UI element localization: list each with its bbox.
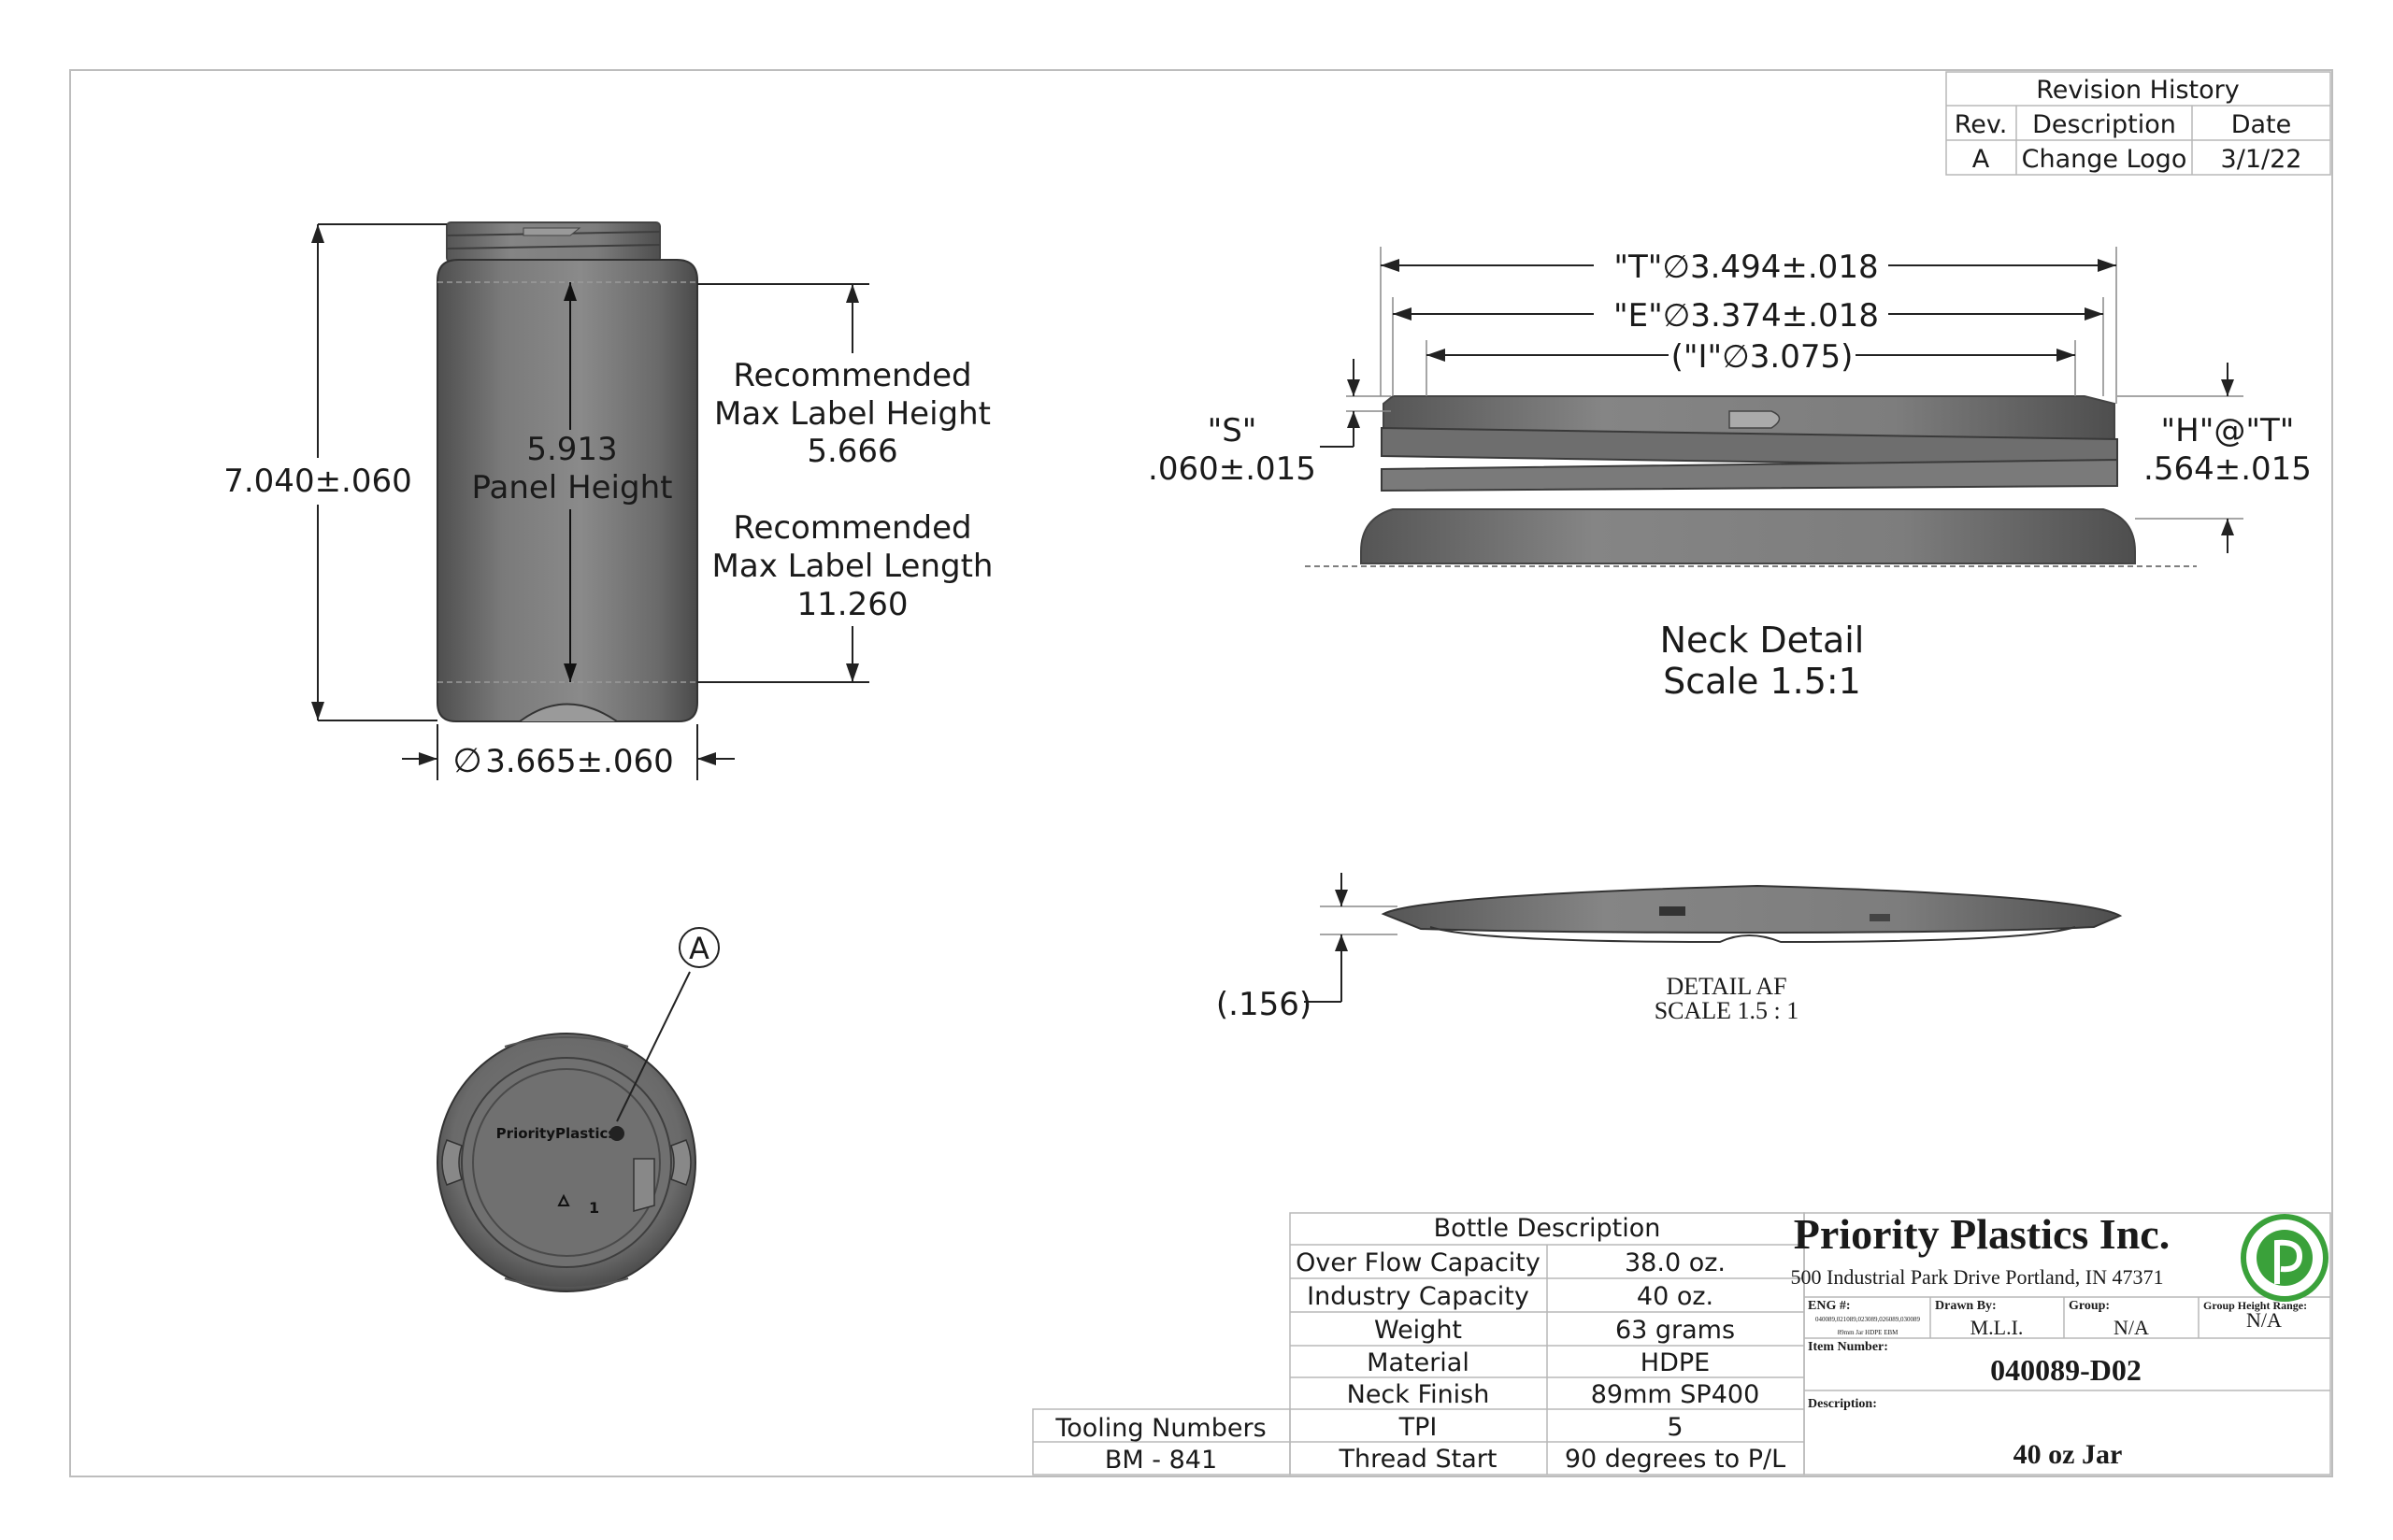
label-height-line2: Max Label Height xyxy=(714,395,991,433)
label-height-value: 5.666 xyxy=(807,433,897,470)
revision-row-description: Change Logo xyxy=(2022,145,2187,174)
revision-history-table: Revision History Rev. Description Date A… xyxy=(1945,71,2331,176)
recycle-icon xyxy=(557,1193,570,1206)
neck-detail-view: "T"∅3.494±.018 "E"∅3.374±.018 ("I"∅3.075… xyxy=(1148,247,2312,702)
bd-label-3: Material xyxy=(1367,1348,1469,1377)
group-height-label: Group Height Range: xyxy=(2203,1299,2307,1312)
drawn-by-value: M.L.I. xyxy=(1970,1316,2024,1339)
panel-height-value: 5.913 xyxy=(526,431,617,468)
diameter-dim: 3.665±.060 xyxy=(485,743,674,780)
neck-t-dim: "T"∅3.494±.018 xyxy=(1613,249,1878,286)
bd-label-4: Neck Finish xyxy=(1347,1380,1490,1409)
neck-s-value: .060±.015 xyxy=(1148,450,1316,488)
label-length-value: 11.260 xyxy=(797,586,909,623)
revision-header-description: Description xyxy=(2032,110,2176,139)
recycle-code: 1 xyxy=(589,1199,599,1217)
eng-label: ENG #: xyxy=(1808,1299,1851,1313)
bd-value-5: 5 xyxy=(1667,1413,1683,1442)
drawn-by-label: Drawn By: xyxy=(1935,1299,1997,1313)
bd-value-1: 40 oz. xyxy=(1637,1282,1713,1311)
item-number-value: 040089-D02 xyxy=(1990,1353,2142,1387)
neck-detail-scale: Scale 1.5:1 xyxy=(1663,661,1861,702)
neck-i-dim: ("I"∅3.075) xyxy=(1671,338,1854,376)
eng-value-line2: 89mm Jar HDPE EBM xyxy=(1838,1329,1899,1336)
bd-value-0: 38.0 oz. xyxy=(1625,1248,1726,1277)
eng-value-line1: 040089,021089,023089,026089,030089 xyxy=(1815,1316,1921,1323)
tooling-value: BM - 841 xyxy=(1105,1446,1217,1475)
company-address: 500 Industrial Park Drive Portland, IN 4… xyxy=(1791,1265,2164,1289)
label-length-line1: Recommended xyxy=(733,509,971,547)
bd-value-3: HDPE xyxy=(1641,1348,1710,1377)
detail-af-view: (.156) DETAIL AF SCALE 1.5 : 1 xyxy=(1216,873,2123,1024)
label-height-line1: Recommended xyxy=(733,357,971,394)
group-label: Group: xyxy=(2069,1299,2110,1313)
detail-af-value: (.156) xyxy=(1216,986,1311,1023)
callout-a: A xyxy=(689,931,709,966)
detail-af-scale: SCALE 1.5 : 1 xyxy=(1655,997,1799,1024)
label-length-line2: Max Label Length xyxy=(712,548,994,585)
bd-label-1: Industry Capacity xyxy=(1307,1282,1529,1311)
description-value: 40 oz Jar xyxy=(2013,1439,2123,1470)
bottle-description-table: Bottle Description Over Flow Capacity 38… xyxy=(1289,1212,1805,1476)
description-label: Description: xyxy=(1808,1397,1877,1411)
neck-e-dim: "E"∅3.374±.018 xyxy=(1613,297,1879,335)
jar-bottom-view: PriorityPlastics 1 A xyxy=(437,927,720,1292)
bd-label-5: TPI xyxy=(1398,1413,1438,1442)
company-logo-icon xyxy=(2241,1214,2329,1302)
jar-side-view: 7.040±.060 5.913 Panel Height Recommende… xyxy=(223,221,994,780)
bottom-logo-icon xyxy=(609,1126,624,1141)
detail-af-title: DETAIL AF xyxy=(1666,973,1786,1000)
tooling-numbers-table: Tooling Numbers BM - 841 xyxy=(1032,1408,1291,1476)
neck-h-label: "H"@"T" xyxy=(2161,412,2295,449)
revision-header-date: Date xyxy=(2231,110,2292,139)
group-height-value: N/A xyxy=(2246,1308,2282,1332)
bd-label-0: Over Flow Capacity xyxy=(1296,1248,1540,1277)
bd-label-6: Thread Start xyxy=(1339,1445,1497,1474)
sheet-border xyxy=(69,69,2333,1477)
tooling-header: Tooling Numbers xyxy=(1054,1414,1266,1443)
bd-value-2: 63 grams xyxy=(1615,1316,1735,1345)
bd-label-2: Weight xyxy=(1374,1316,1462,1345)
revision-row-date: 3/1/22 xyxy=(2221,145,2302,174)
company-name: Priority Plastics Inc. xyxy=(1794,1210,2170,1258)
bd-value-4: 89mm SP400 xyxy=(1591,1380,1760,1409)
revision-header-rev: Rev. xyxy=(1955,110,2008,139)
revision-history-title: Revision History xyxy=(2036,76,2239,105)
bd-value-6: 90 degrees to P/L xyxy=(1565,1445,1785,1474)
bottom-logo-text: PriorityPlastics xyxy=(496,1125,617,1142)
panel-height-label: Panel Height xyxy=(472,469,673,506)
revision-row-rev: A xyxy=(1972,145,1990,174)
diameter-symbol: ∅ xyxy=(452,742,481,780)
bottle-description-title: Bottle Description xyxy=(1434,1214,1661,1243)
group-value: N/A xyxy=(2114,1316,2149,1339)
neck-s-label: "S" xyxy=(1208,412,1257,449)
item-number-label: Item Number: xyxy=(1808,1340,1888,1354)
neck-h-value: .564±.015 xyxy=(2143,450,2312,488)
neck-detail-title: Neck Detail xyxy=(1660,620,1865,661)
title-block: Priority Plastics Inc. 500 Industrial Pa… xyxy=(1791,1210,2331,1476)
overall-height-dim: 7.040±.060 xyxy=(223,463,412,500)
